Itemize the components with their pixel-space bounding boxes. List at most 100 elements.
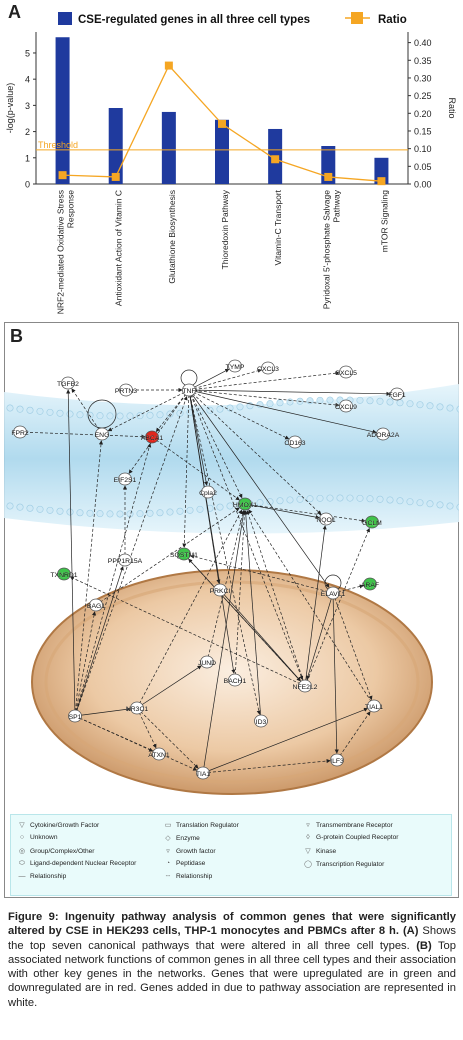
gene-node-label: ADORA2A xyxy=(367,432,400,439)
membrane-bead xyxy=(306,397,314,405)
gene-node-label: GCLM xyxy=(362,520,382,527)
membrane-bead xyxy=(426,500,434,508)
membrane-bead xyxy=(176,409,184,417)
membrane-bead xyxy=(326,494,334,502)
network-edge xyxy=(74,443,152,717)
network-edge xyxy=(69,576,306,687)
gene-node: ENG xyxy=(95,427,109,441)
caption-b-tag: (B) xyxy=(416,939,432,952)
network-edge xyxy=(234,510,247,681)
network-edge xyxy=(188,368,230,391)
gene-node-label: CXCL9 xyxy=(335,404,357,411)
left-tick-label: 5 xyxy=(25,48,30,58)
gene-node-shape xyxy=(95,427,109,441)
gene-node-shape xyxy=(326,586,340,600)
membrane-bead xyxy=(386,398,394,406)
membrane-bead xyxy=(406,498,414,506)
ratio-point xyxy=(324,172,333,181)
gene-node: SP1 xyxy=(68,709,82,723)
network-edge xyxy=(332,592,339,754)
network-edge xyxy=(66,389,76,717)
legend-item: ◇Enzyme xyxy=(163,834,200,842)
membrane-bead xyxy=(96,412,104,420)
panel-b-letter: B xyxy=(10,326,23,346)
dashed-line-icon: -- xyxy=(165,873,171,880)
transmembrane-icon: ▿ xyxy=(306,822,310,829)
right-tick-label: 0.15 xyxy=(414,126,432,136)
gene-node-label: CD163 xyxy=(284,440,305,447)
right-tick-label: 0.40 xyxy=(414,38,432,48)
legend-item: ◯Transcription Regulator xyxy=(304,861,385,868)
legend-item: ◎Group/Complex/Other xyxy=(18,848,95,855)
gene-node-shape xyxy=(339,365,353,379)
left-tick-label: 0 xyxy=(25,180,30,190)
pathway-bar-chart: CSE-regulated genes in all three cell ty… xyxy=(5,12,457,314)
category-label-line: Antioxidant Action of Vitamin C xyxy=(114,190,124,306)
gene-node: GCLM xyxy=(362,515,382,529)
gene-node: BAG1 xyxy=(87,598,105,612)
membrane-bead xyxy=(206,504,214,512)
category-label-line: Vitamin-C Transport xyxy=(273,189,283,265)
category-label: Antioxidant Action of Vitamin C xyxy=(114,190,124,306)
cell-membrane xyxy=(4,384,459,534)
gene-node: PRTN3 xyxy=(115,383,137,397)
figure-title: Ingenuity pathway analysis of common gen… xyxy=(8,911,456,938)
category-label-line: Pyridoxal 5'-phosphate Salvage xyxy=(321,190,331,310)
network-edge xyxy=(219,589,301,682)
gene-node: JUND xyxy=(198,655,216,669)
network-edge xyxy=(202,510,246,774)
legend-item: ▽Cytokine/Growth Factor xyxy=(17,821,99,829)
network-edge xyxy=(304,525,327,687)
gene-node-label: BAG1 xyxy=(87,603,105,610)
network-edge xyxy=(188,389,261,715)
enzyme-icon: ◇ xyxy=(165,835,171,842)
legend-item: ⬭Ligand-dependent Nuclear Receptor xyxy=(19,860,137,867)
gene-node-label: FGF1 xyxy=(388,392,406,399)
network-edge xyxy=(188,389,340,408)
gene-node: TIAL1 xyxy=(365,699,383,713)
gene-node-shape xyxy=(365,515,379,529)
membrane-bead xyxy=(76,509,84,517)
network-edge xyxy=(188,389,377,434)
membrane-bead xyxy=(186,506,194,514)
gene-node-label: HMOX1 xyxy=(233,502,257,509)
right-tick-label: 0.35 xyxy=(414,56,432,66)
membrane-bead xyxy=(446,502,454,510)
membrane-bead xyxy=(66,410,74,418)
gene-node: TGFB2 xyxy=(57,376,79,390)
bar xyxy=(161,111,176,184)
network-edge xyxy=(244,503,366,523)
category-label-line: mTOR Signaling xyxy=(379,190,389,252)
gene-node: ABCA1 xyxy=(141,430,164,444)
gene-node: NR3C1 xyxy=(126,701,148,715)
membrane-bead xyxy=(406,400,414,408)
gene-node-shape xyxy=(118,472,132,486)
network-edge xyxy=(182,389,190,548)
gene-node-shape xyxy=(376,427,390,441)
gene-node-label: ABCA1 xyxy=(141,435,164,442)
membrane-bead xyxy=(276,497,284,505)
membrane-bead xyxy=(456,405,459,413)
network-edge xyxy=(183,553,301,682)
gene-node-label: JUND xyxy=(198,660,216,667)
gene-node-shape xyxy=(57,567,71,581)
ratio-point xyxy=(377,177,386,186)
gene-node-shape xyxy=(228,673,242,687)
network-edge xyxy=(188,389,330,588)
membrane-bead xyxy=(376,495,384,503)
legend-item: ◔Peptidase xyxy=(163,860,205,867)
right-tick-label: 0.25 xyxy=(414,91,432,101)
category-label-line: Response xyxy=(66,190,76,229)
gene-node-shape xyxy=(213,583,227,597)
network-edge xyxy=(306,592,334,680)
network-edge xyxy=(188,389,236,674)
membrane-bead xyxy=(166,508,174,516)
ratio-point xyxy=(271,155,280,164)
membrane-bead xyxy=(146,509,154,517)
panel-a-letter: A xyxy=(8,2,21,22)
membrane-bead xyxy=(106,412,114,420)
gene-node-shape xyxy=(130,701,144,715)
legend-bar-swatch xyxy=(58,12,72,25)
gene-node-label: Cpla2 xyxy=(199,490,217,497)
network-edge xyxy=(74,611,97,717)
